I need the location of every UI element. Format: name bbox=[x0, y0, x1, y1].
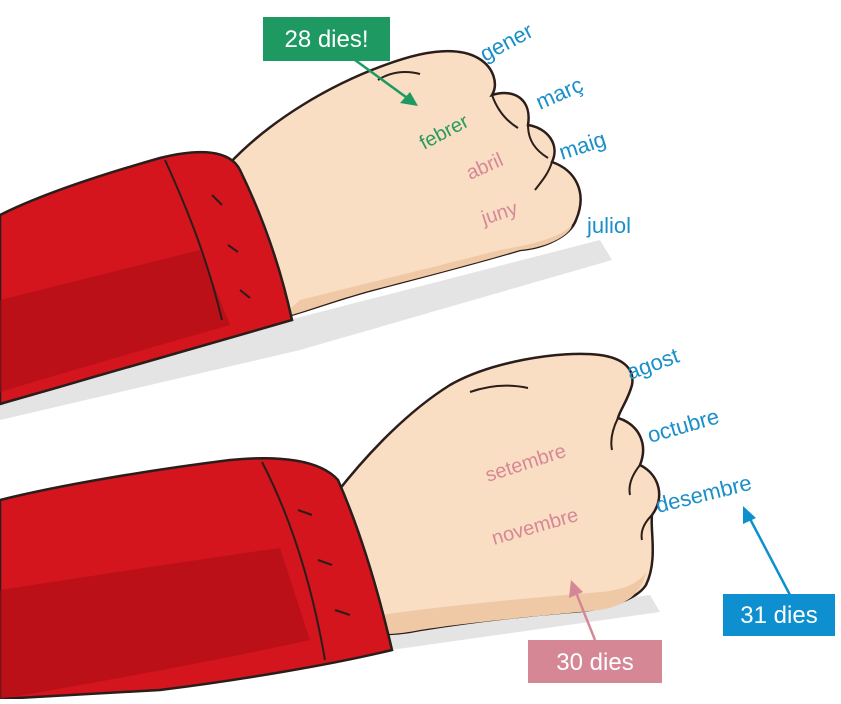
callout-31-label: 31 dies bbox=[740, 602, 817, 629]
callout-31: 31 dies bbox=[723, 594, 835, 636]
callout-arrows bbox=[354, 58, 792, 641]
month-desembre: desembre bbox=[653, 470, 754, 518]
top-sleeve-shadow bbox=[0, 250, 230, 392]
month-juliol: juliol bbox=[586, 213, 631, 238]
top-arm-shadow bbox=[0, 240, 612, 420]
feb-arrow-head bbox=[400, 92, 418, 106]
callout-feb-label: 28 dies! bbox=[284, 26, 368, 53]
top-arm bbox=[0, 49, 612, 420]
month-maig: maig bbox=[556, 126, 609, 165]
bottom-sleeve-shadow bbox=[0, 548, 310, 699]
short-arrow-head bbox=[569, 580, 583, 598]
callout-feb-box bbox=[263, 17, 390, 61]
bottom-knuckle-lines bbox=[469, 384, 653, 541]
bottom-fist-shading bbox=[360, 572, 646, 634]
bottom-arm bbox=[0, 352, 661, 701]
month-gener: gener bbox=[476, 18, 537, 66]
bottom-cuff-line bbox=[261, 461, 351, 661]
long-arrow-head bbox=[743, 506, 756, 524]
month-agost: agost bbox=[623, 343, 682, 385]
month-octubre: octubre bbox=[644, 404, 721, 448]
feb-arrow bbox=[354, 58, 411, 102]
callout-30-box bbox=[528, 640, 662, 683]
month-labels: gener febrer març abril maig juny juliol… bbox=[416, 18, 754, 550]
top-cuff-line bbox=[164, 159, 251, 321]
top-knuckle-lines bbox=[377, 71, 553, 191]
long-arrow bbox=[746, 514, 792, 596]
callout-feb: 28 dies! bbox=[263, 17, 390, 61]
short-arrow bbox=[573, 589, 597, 641]
callout-30: 30 dies bbox=[528, 640, 662, 683]
callout-30-label: 30 dies bbox=[556, 649, 633, 676]
month-marc: març bbox=[532, 72, 587, 115]
callout-31-box bbox=[723, 594, 835, 636]
top-fist-shading bbox=[280, 225, 572, 318]
